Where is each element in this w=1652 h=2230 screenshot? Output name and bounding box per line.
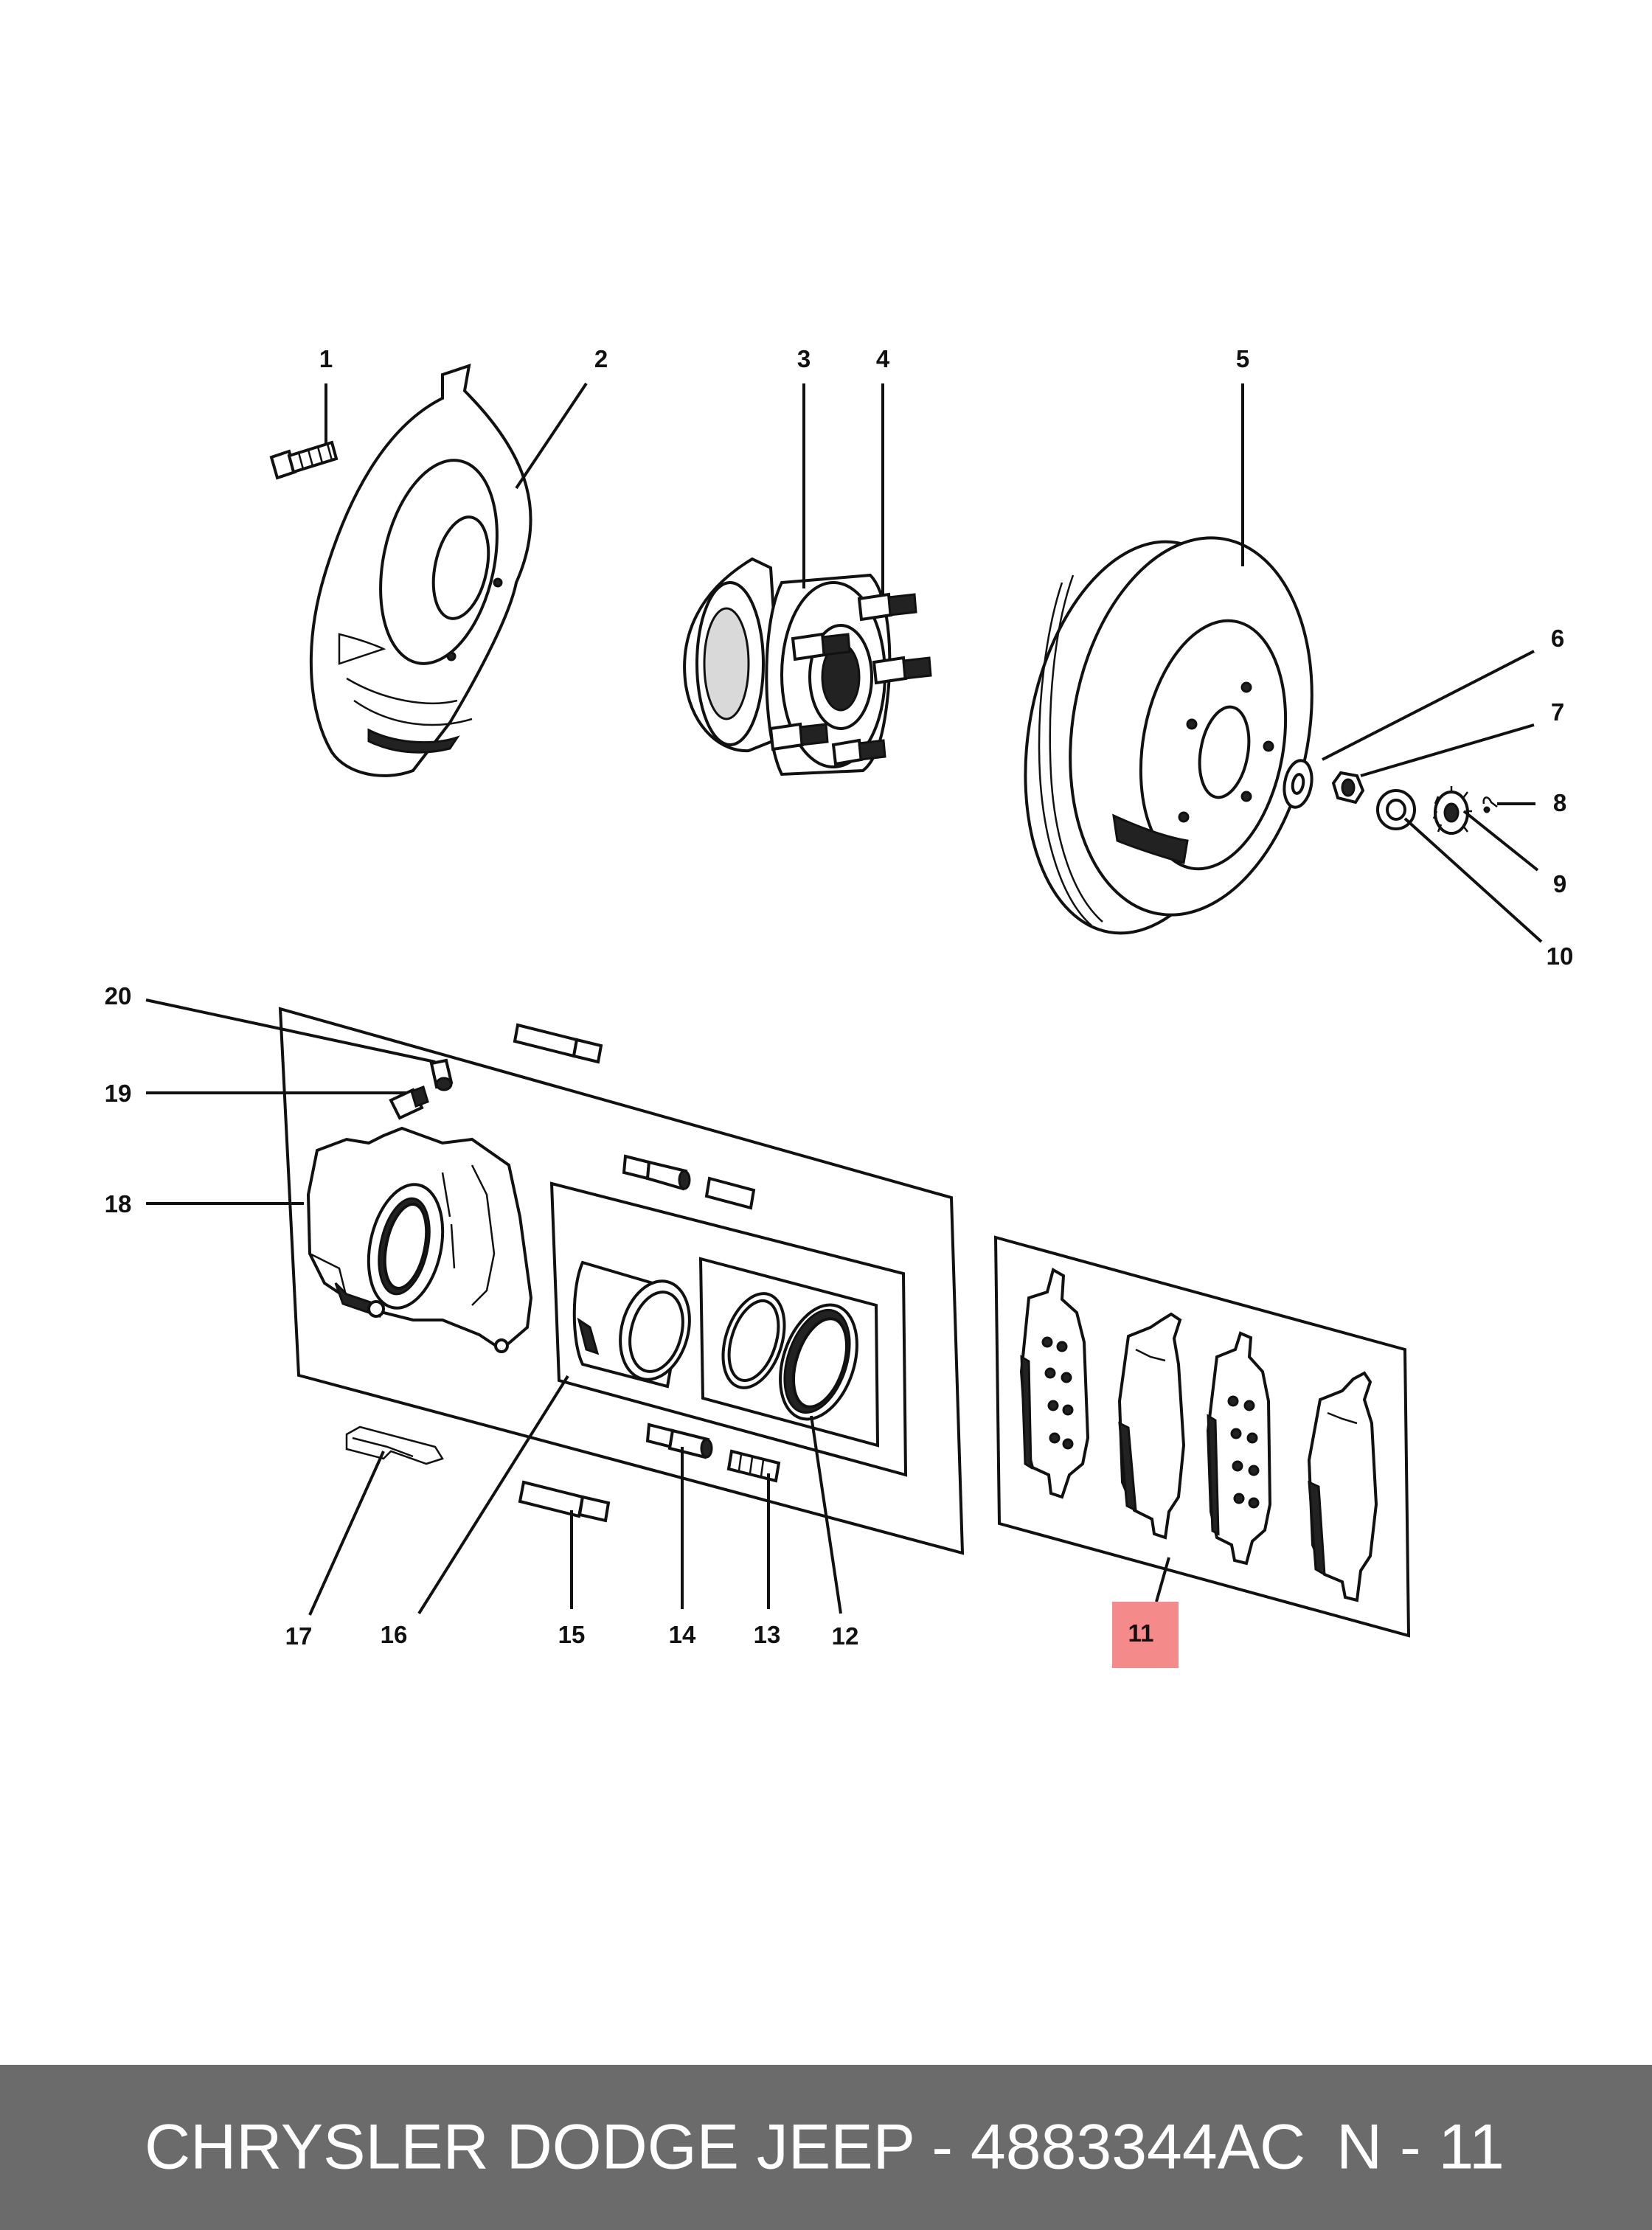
part-bolt bbox=[269, 440, 339, 480]
footer-brand-part-number: CHRYSLER DODGE JEEP - 4883344AC bbox=[145, 2111, 1306, 2183]
callout-18: 18 bbox=[105, 1190, 132, 1218]
part-washer bbox=[1283, 759, 1313, 809]
footer-reference: N - 11 bbox=[1336, 2111, 1504, 2183]
exploded-brake-diagram: 1 2 3 4 5 6 7 8 9 10 11 12 13 14 15 16 1… bbox=[105, 345, 1574, 1668]
brake-pad-set-box bbox=[993, 1235, 1411, 1638]
leader-16 bbox=[417, 1375, 569, 1615]
part-piston-seal bbox=[721, 1292, 786, 1389]
part-guide-pin-top bbox=[513, 1023, 603, 1064]
callout-11: 11 bbox=[1128, 1619, 1154, 1647]
caliper-kit-box bbox=[278, 1007, 965, 1555]
callout-5: 5 bbox=[1236, 345, 1249, 372]
callout-4: 4 bbox=[876, 345, 890, 372]
leader-6 bbox=[1322, 650, 1535, 761]
callout-1: 1 bbox=[319, 345, 333, 372]
part-pin-bushing-upper bbox=[622, 1154, 756, 1210]
callout-11-highlight bbox=[1112, 1602, 1179, 1668]
callout-2: 2 bbox=[594, 345, 608, 372]
part-piston bbox=[572, 1260, 691, 1389]
callout-6: 6 bbox=[1551, 625, 1564, 652]
part-sleeve-bolt bbox=[645, 1423, 713, 1459]
part-guide-pin bbox=[518, 1480, 611, 1523]
leader-11 bbox=[1155, 1557, 1170, 1602]
leader-2 bbox=[515, 382, 588, 490]
leader-9 bbox=[1462, 810, 1539, 872]
part-caliper-housing bbox=[306, 1126, 533, 1353]
part-brake-rotor bbox=[1024, 536, 1313, 935]
leader-17 bbox=[308, 1451, 385, 1616]
part-hub-bearing bbox=[683, 557, 892, 777]
part-bushing bbox=[726, 1449, 781, 1483]
seal-box bbox=[698, 1257, 880, 1448]
seal-kit-box bbox=[549, 1181, 908, 1477]
callout-16: 16 bbox=[381, 1621, 408, 1648]
part-cotter-pin bbox=[1482, 796, 1498, 813]
callout-9: 9 bbox=[1553, 870, 1566, 897]
callout-14: 14 bbox=[669, 1621, 696, 1648]
leader-7 bbox=[1360, 723, 1535, 777]
part-hub-nut bbox=[1331, 771, 1365, 805]
part-dust-shield bbox=[309, 364, 532, 777]
leader-20 bbox=[145, 998, 436, 1063]
callout-3: 3 bbox=[797, 345, 811, 372]
callout-17: 17 bbox=[285, 1622, 313, 1650]
part-anti-rattle-clip bbox=[345, 1425, 444, 1465]
callout-7: 7 bbox=[1551, 698, 1564, 726]
part-nut-lock bbox=[1432, 786, 1472, 835]
part-wheel-stud bbox=[768, 592, 932, 766]
callout-10: 10 bbox=[1547, 942, 1574, 970]
part-bleeder-cap bbox=[429, 1058, 454, 1091]
leader-12 bbox=[810, 1415, 842, 1614]
leader-10 bbox=[1403, 817, 1543, 943]
callout-12: 12 bbox=[832, 1622, 859, 1650]
callout-13: 13 bbox=[754, 1621, 781, 1648]
callout-19: 19 bbox=[105, 1080, 132, 1107]
callout-15: 15 bbox=[558, 1621, 586, 1648]
callout-20: 20 bbox=[105, 982, 132, 1010]
part-dust-boot bbox=[779, 1303, 858, 1421]
footer-bar: CHRYSLER DODGE JEEP - 4883344AC N - 11 bbox=[0, 2065, 1652, 2230]
part-brake-pad bbox=[1019, 1267, 1378, 1602]
callout-8: 8 bbox=[1553, 789, 1566, 816]
